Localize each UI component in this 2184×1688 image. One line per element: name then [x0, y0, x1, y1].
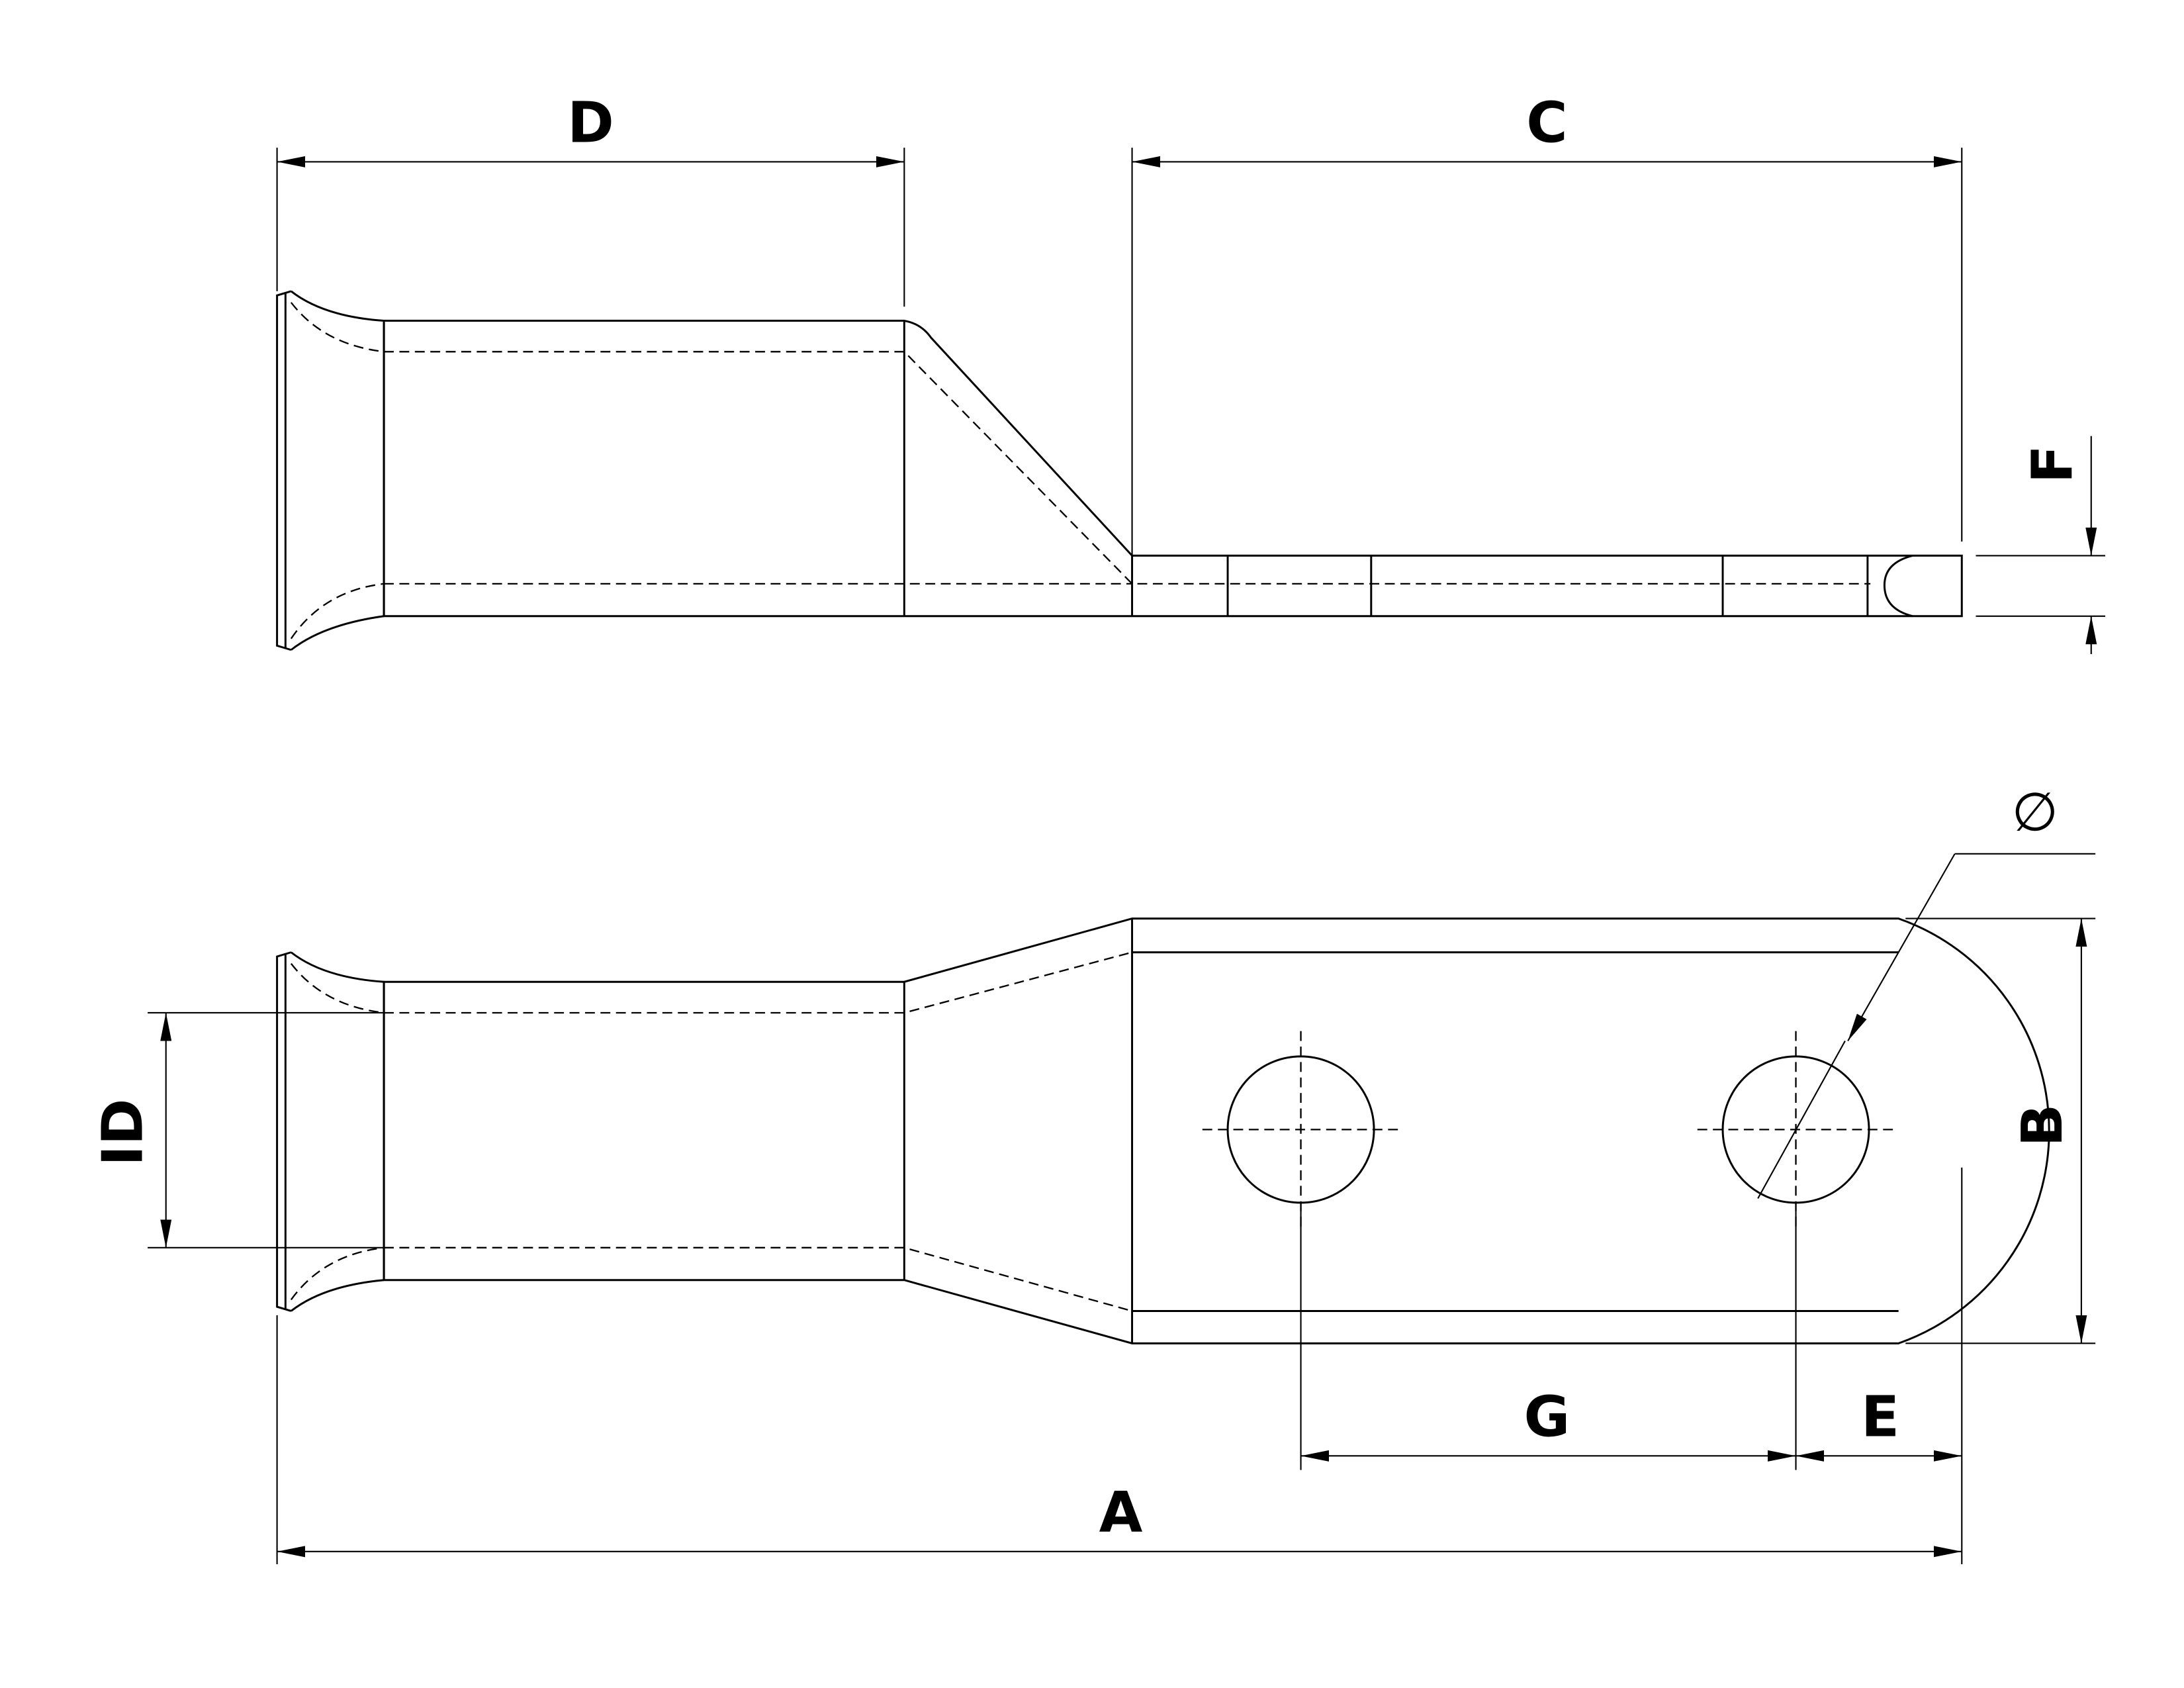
dimension-B: B [1905, 917, 2096, 1344]
side-view [276, 290, 1963, 651]
dimension-A: A [276, 1315, 1962, 1564]
dimension-hole-diameter: ∅ [1757, 781, 2096, 1199]
label-E: E [1861, 1385, 1899, 1450]
label-A: A [1099, 1480, 1143, 1546]
dimension-E: E [1796, 1167, 1963, 1564]
dimension-D: D [276, 91, 905, 307]
label-D: D [567, 91, 614, 156]
dimension-ID: ID [91, 1011, 385, 1248]
label-ID: ID [91, 1099, 156, 1166]
diameter-symbol: ∅ [2012, 781, 2058, 843]
label-B: B [2010, 1104, 2075, 1147]
dimension-G: G [1300, 1202, 1797, 1470]
dimension-F: F [1976, 436, 2106, 655]
plan-view [276, 917, 2050, 1344]
label-F: F [2020, 445, 2085, 483]
label-C: C [1526, 91, 1567, 156]
label-G: G [1524, 1385, 1570, 1450]
dimension-C: C [1131, 91, 1963, 556]
